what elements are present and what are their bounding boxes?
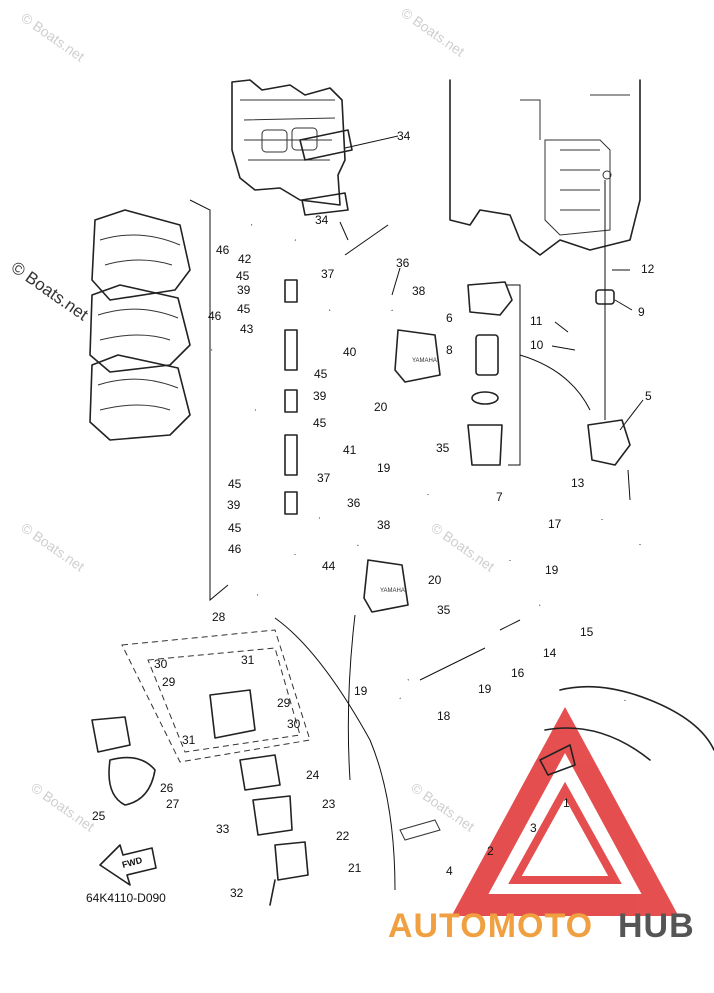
label: 18 [437,709,451,723]
label: 39 [227,498,241,512]
logo-text-part2: HUB [618,907,695,945]
label: 5 [645,389,652,403]
label: 25 [92,809,106,823]
label: 7 [496,490,503,504]
automotohub-logo: AUTOMOTO HUB [388,907,695,945]
label: 29 [162,675,176,689]
label: 28 [212,610,226,624]
label: 44 [322,559,336,573]
logo-triangle [451,706,679,916]
label: 20 [428,573,442,587]
label: 46 [228,542,242,556]
label: 30 [287,717,301,731]
label: 26 [160,781,174,795]
label: 10 [530,338,544,352]
watermark: © Boats.net [18,9,87,64]
watermark: © Boats.net [408,779,477,834]
label: 19 [478,682,492,696]
crankcase-top-right [449,79,641,256]
label: 43 [240,322,254,336]
label: 12 [641,262,655,276]
label: 14 [543,646,557,660]
label: 45 [236,269,250,283]
label: 45 [237,302,251,316]
label: 20 [374,400,388,414]
hose-column [211,222,395,599]
label: 42 [238,252,252,266]
label: 8 [446,343,453,357]
fwd-arrow: FWD [99,844,157,886]
watermark: © Boats.net [398,4,467,59]
label: 34 [315,213,329,227]
label: 41 [343,443,357,457]
label: 19 [354,684,368,698]
label: 13 [571,476,585,490]
fuel-filter-assembly [467,281,521,466]
stamp-text: YAMAHA [412,358,437,364]
label: 4 [446,864,453,878]
label: 2 [487,844,494,858]
label: 37 [317,471,331,485]
label: 24 [306,768,320,782]
dashed-kit-box [91,614,396,906]
watermark: © Boats.net [28,779,97,834]
label: 23 [322,797,336,811]
label: 37 [321,267,335,281]
leader-lines [339,135,644,431]
label: 45 [228,521,242,535]
label: 36 [396,256,410,270]
engine-block-top [231,79,353,216]
label: 32 [230,886,244,900]
fwd-label: FWD [121,855,144,870]
label: 29 [277,696,291,710]
label: 31 [241,653,255,667]
label: 46 [208,309,222,323]
watermark-dark: © Boats.net [8,258,92,325]
label: 31 [182,733,196,747]
label: 45 [313,416,327,430]
lower-housing-right [399,685,714,841]
label: 30 [154,657,168,671]
stamp-text: YAMAHA [380,588,405,594]
label: 38 [377,518,391,532]
fuel-pump-upper: YAMAHA [394,329,441,383]
diagram-code: 64K4110-D090 [86,891,166,905]
label: 35 [436,441,450,455]
fuel-pump-lower: YAMAHA [363,559,409,613]
label: 35 [437,603,451,617]
cylinder-block-left [89,199,229,602]
label: 40 [343,345,357,359]
watermark: © Boats.net [18,519,87,574]
label: 3 [530,821,537,835]
fuel-hoses [396,494,643,701]
label: 33 [216,822,230,836]
label: 9 [638,305,645,319]
label: 11 [530,314,543,328]
label: 45 [314,367,328,381]
label: 39 [237,283,251,297]
part-labels: 1 2 3 4 5 6 7 8 9 10 11 12 13 14 15 16 1… [92,129,655,900]
label: 45 [228,477,242,491]
label: 36 [347,496,361,510]
label: 22 [336,829,350,843]
label: 19 [545,563,559,577]
label: 38 [412,284,426,298]
label: 21 [348,861,362,875]
label: 19 [377,461,391,475]
label: 17 [548,517,562,531]
label: 15 [580,625,594,639]
watermark: © Boats.net [428,519,497,574]
label: 34 [397,129,411,143]
label: 39 [313,389,327,403]
label: 1 [563,796,570,810]
label: 6 [446,311,453,325]
label: 27 [166,797,180,811]
label: 46 [216,243,230,257]
fuel-joint-right [587,180,631,501]
label: 16 [511,666,525,680]
logo-text-part1: AUTOMOTO [388,907,593,945]
